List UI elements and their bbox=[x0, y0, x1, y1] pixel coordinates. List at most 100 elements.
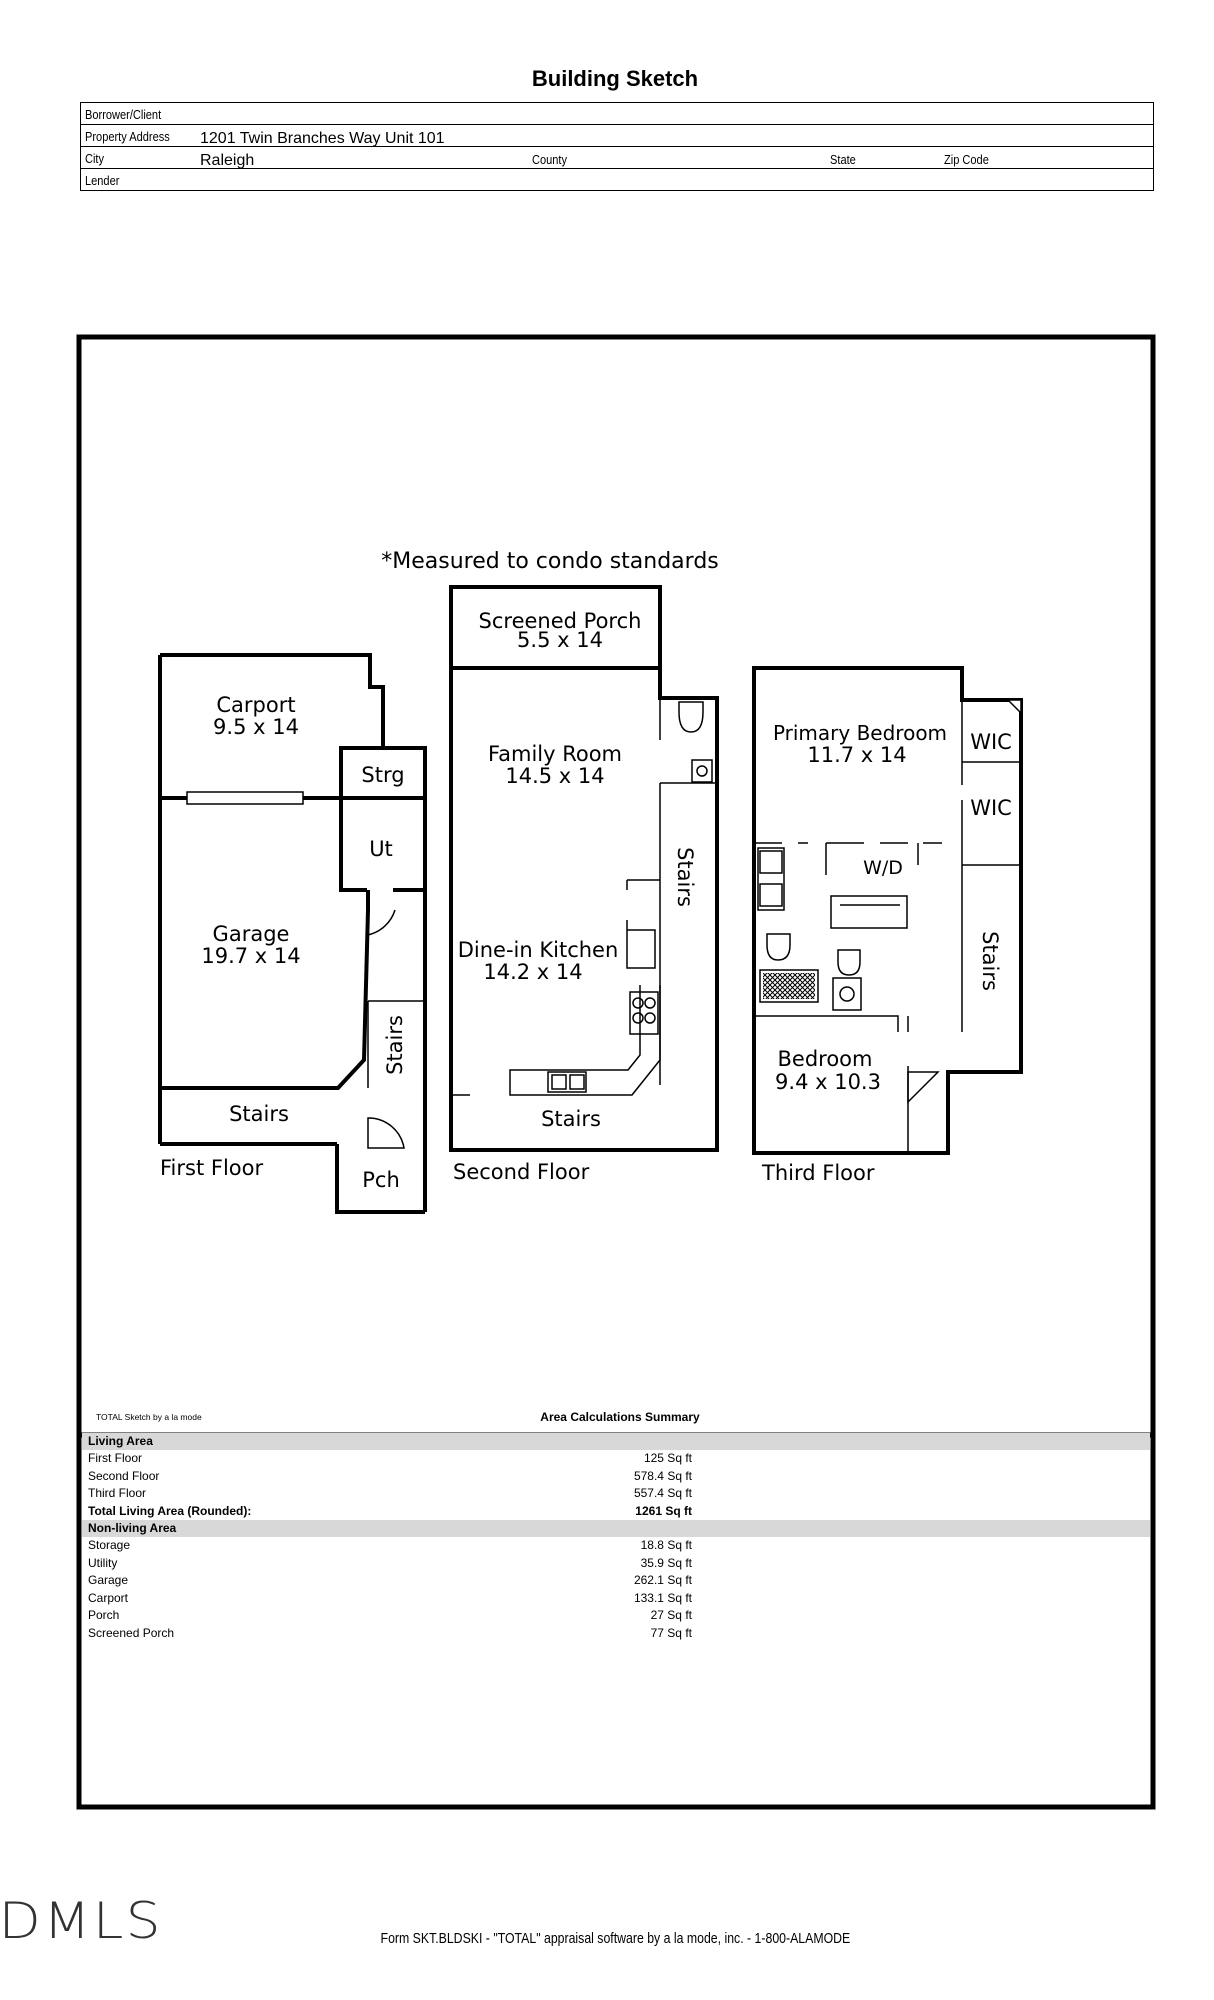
bath-sink-icon bbox=[691, 759, 713, 783]
zip-label: Zip Code bbox=[944, 152, 989, 167]
wic-label: WIC bbox=[970, 730, 1012, 754]
row-value: 578.4 Sq ft bbox=[633, 1468, 692, 1483]
lender-label: Lender bbox=[85, 172, 120, 188]
row-value: 77 Sq ft bbox=[650, 1625, 692, 1640]
burner-icon bbox=[644, 1012, 656, 1024]
bedroom-dim: 9.4 x 10.3 bbox=[775, 1070, 881, 1094]
address-value: 1201 Twin Branches Way Unit 101 bbox=[200, 130, 445, 147]
bedroom-closet bbox=[907, 1071, 940, 1104]
screened-porch-outline bbox=[449, 585, 662, 670]
page-title: Building Sketch bbox=[531, 66, 699, 91]
row-name: Utility bbox=[88, 1555, 118, 1570]
burner-icon bbox=[632, 997, 644, 1009]
third-floor-outline bbox=[752, 666, 1023, 1155]
range-icon bbox=[629, 991, 659, 1035]
second-floor-stairs-vertical: Stairs bbox=[673, 847, 697, 907]
kitchen-sink-basin bbox=[569, 1074, 585, 1090]
row-name: Screened Porch bbox=[88, 1625, 175, 1640]
total-label: Total Living Area (Rounded): bbox=[88, 1503, 252, 1518]
utility-door-swing bbox=[367, 898, 396, 936]
bathtub-icon bbox=[830, 895, 908, 929]
measure-note: *Measured to condo standards bbox=[381, 549, 719, 574]
row-name: Storage bbox=[88, 1538, 131, 1552]
second-floor-outline bbox=[449, 668, 719, 1152]
storage-label: Strg bbox=[361, 763, 404, 787]
row-value: 557.4 Sq ft bbox=[633, 1486, 692, 1500]
row-name: Second Floor bbox=[88, 1468, 160, 1483]
primary-bedroom-dim: 11.7 x 14 bbox=[807, 743, 906, 767]
address-label: Property Address bbox=[85, 128, 170, 144]
summary-row: Utility 35.9 Sq ft bbox=[82, 1555, 1150, 1573]
summary-row: Second Floor 578.4 Sq ft bbox=[82, 1468, 1150, 1486]
second-floor-plan bbox=[449, 585, 719, 1152]
bath-sink-basin bbox=[696, 765, 708, 777]
footer-text: Form SKT.BLDSKI - "TOTAL" appraisal soft… bbox=[380, 1930, 850, 1947]
family-room-label: Family Room bbox=[488, 742, 622, 766]
utility-label: Ut bbox=[369, 837, 393, 861]
kitchen-sink-basin bbox=[551, 1074, 567, 1090]
summary-title: Area Calculations Summary bbox=[540, 1410, 700, 1424]
second-floor-label: Second Floor bbox=[453, 1160, 590, 1184]
first-floor-stairs-vertical: Stairs bbox=[383, 1015, 407, 1075]
total-living-row: Total Living Area (Rounded): 1261 Sq ft bbox=[82, 1503, 1150, 1521]
row-value: 125 Sq ft bbox=[643, 1451, 692, 1465]
row-name: Porch bbox=[88, 1608, 120, 1622]
summary-row: First Floor 125 Sq ft bbox=[82, 1450, 1150, 1468]
porch-label: Pch bbox=[362, 1168, 400, 1192]
carport-dim: 9.5 x 14 bbox=[213, 715, 299, 739]
toilet-icon bbox=[678, 701, 704, 733]
row-name: Carport bbox=[88, 1590, 129, 1605]
burner-icon bbox=[632, 1012, 644, 1024]
carport-label: Carport bbox=[216, 693, 295, 717]
kitchen-label: Dine-in Kitchen bbox=[458, 938, 619, 962]
primary-bedroom-label: Primary Bedroom bbox=[773, 721, 947, 745]
row-name: Garage bbox=[88, 1573, 129, 1587]
kitchen-counter bbox=[509, 985, 661, 1096]
garage-door-icon bbox=[186, 791, 304, 805]
toilet-icon bbox=[766, 933, 791, 961]
shower-tile-pattern bbox=[763, 973, 815, 999]
stairs-landing-line bbox=[626, 879, 660, 890]
row-value: 18.8 Sq ft bbox=[640, 1538, 692, 1552]
lender-cell: Lender bbox=[80, 168, 1154, 191]
third-floor-stairs-vertical: Stairs bbox=[978, 931, 1002, 991]
kitchen-dim: 14.2 x 14 bbox=[483, 960, 582, 984]
nonliving-area-header: Non-living Area bbox=[82, 1520, 1150, 1537]
row-value: 262.1 Sq ft bbox=[633, 1573, 692, 1587]
family-room-dim: 14.5 x 14 bbox=[505, 764, 604, 788]
wic-corner bbox=[1006, 699, 1022, 715]
sketch-frame bbox=[76, 334, 1156, 1810]
first-floor-stairs-horizontal: Stairs bbox=[229, 1102, 289, 1126]
state-label: State bbox=[830, 152, 856, 167]
summary-row: Screened Porch 77 Sq ft bbox=[82, 1625, 1150, 1643]
summary-row: Porch 27 Sq ft bbox=[82, 1607, 1150, 1625]
storage-outline bbox=[339, 746, 427, 1212]
wd-closet-walls bbox=[825, 843, 919, 875]
screened-porch-label: Screened Porch bbox=[479, 609, 642, 633]
total-value: 1261 Sq ft bbox=[635, 1503, 692, 1518]
row-value: 35.9 Sq ft bbox=[640, 1555, 692, 1570]
city-value: Raleigh bbox=[200, 152, 255, 169]
burner-icon bbox=[644, 997, 656, 1009]
first-floor-plan bbox=[158, 653, 427, 1214]
washer-dryer-label: W/D bbox=[863, 857, 903, 879]
row-name: First Floor bbox=[88, 1451, 142, 1465]
summary-row: Carport 133.1 Sq ft bbox=[82, 1590, 1150, 1608]
borrower-label: Borrower/Client bbox=[85, 106, 162, 122]
utility-outline bbox=[339, 798, 425, 892]
bedroom-north-wall bbox=[754, 1015, 909, 1032]
dmls-logo: DMLS bbox=[0, 1892, 163, 1950]
vanity bbox=[757, 847, 785, 911]
garage-dim: 19.7 x 14 bbox=[201, 944, 300, 968]
wic-label-2: WIC bbox=[970, 796, 1012, 820]
row-value: 133.1 Sq ft bbox=[633, 1590, 692, 1605]
sink-icon bbox=[759, 883, 783, 907]
garage-outline bbox=[160, 909, 370, 1090]
row-value: 27 Sq ft bbox=[650, 1608, 692, 1622]
living-area-header: Living Area bbox=[82, 1433, 1150, 1450]
screened-porch-dim: 5.5 x 14 bbox=[517, 628, 603, 652]
first-floor-label: First Floor bbox=[160, 1156, 263, 1180]
pantry bbox=[626, 920, 656, 969]
bath-sink-basin bbox=[839, 986, 855, 1002]
